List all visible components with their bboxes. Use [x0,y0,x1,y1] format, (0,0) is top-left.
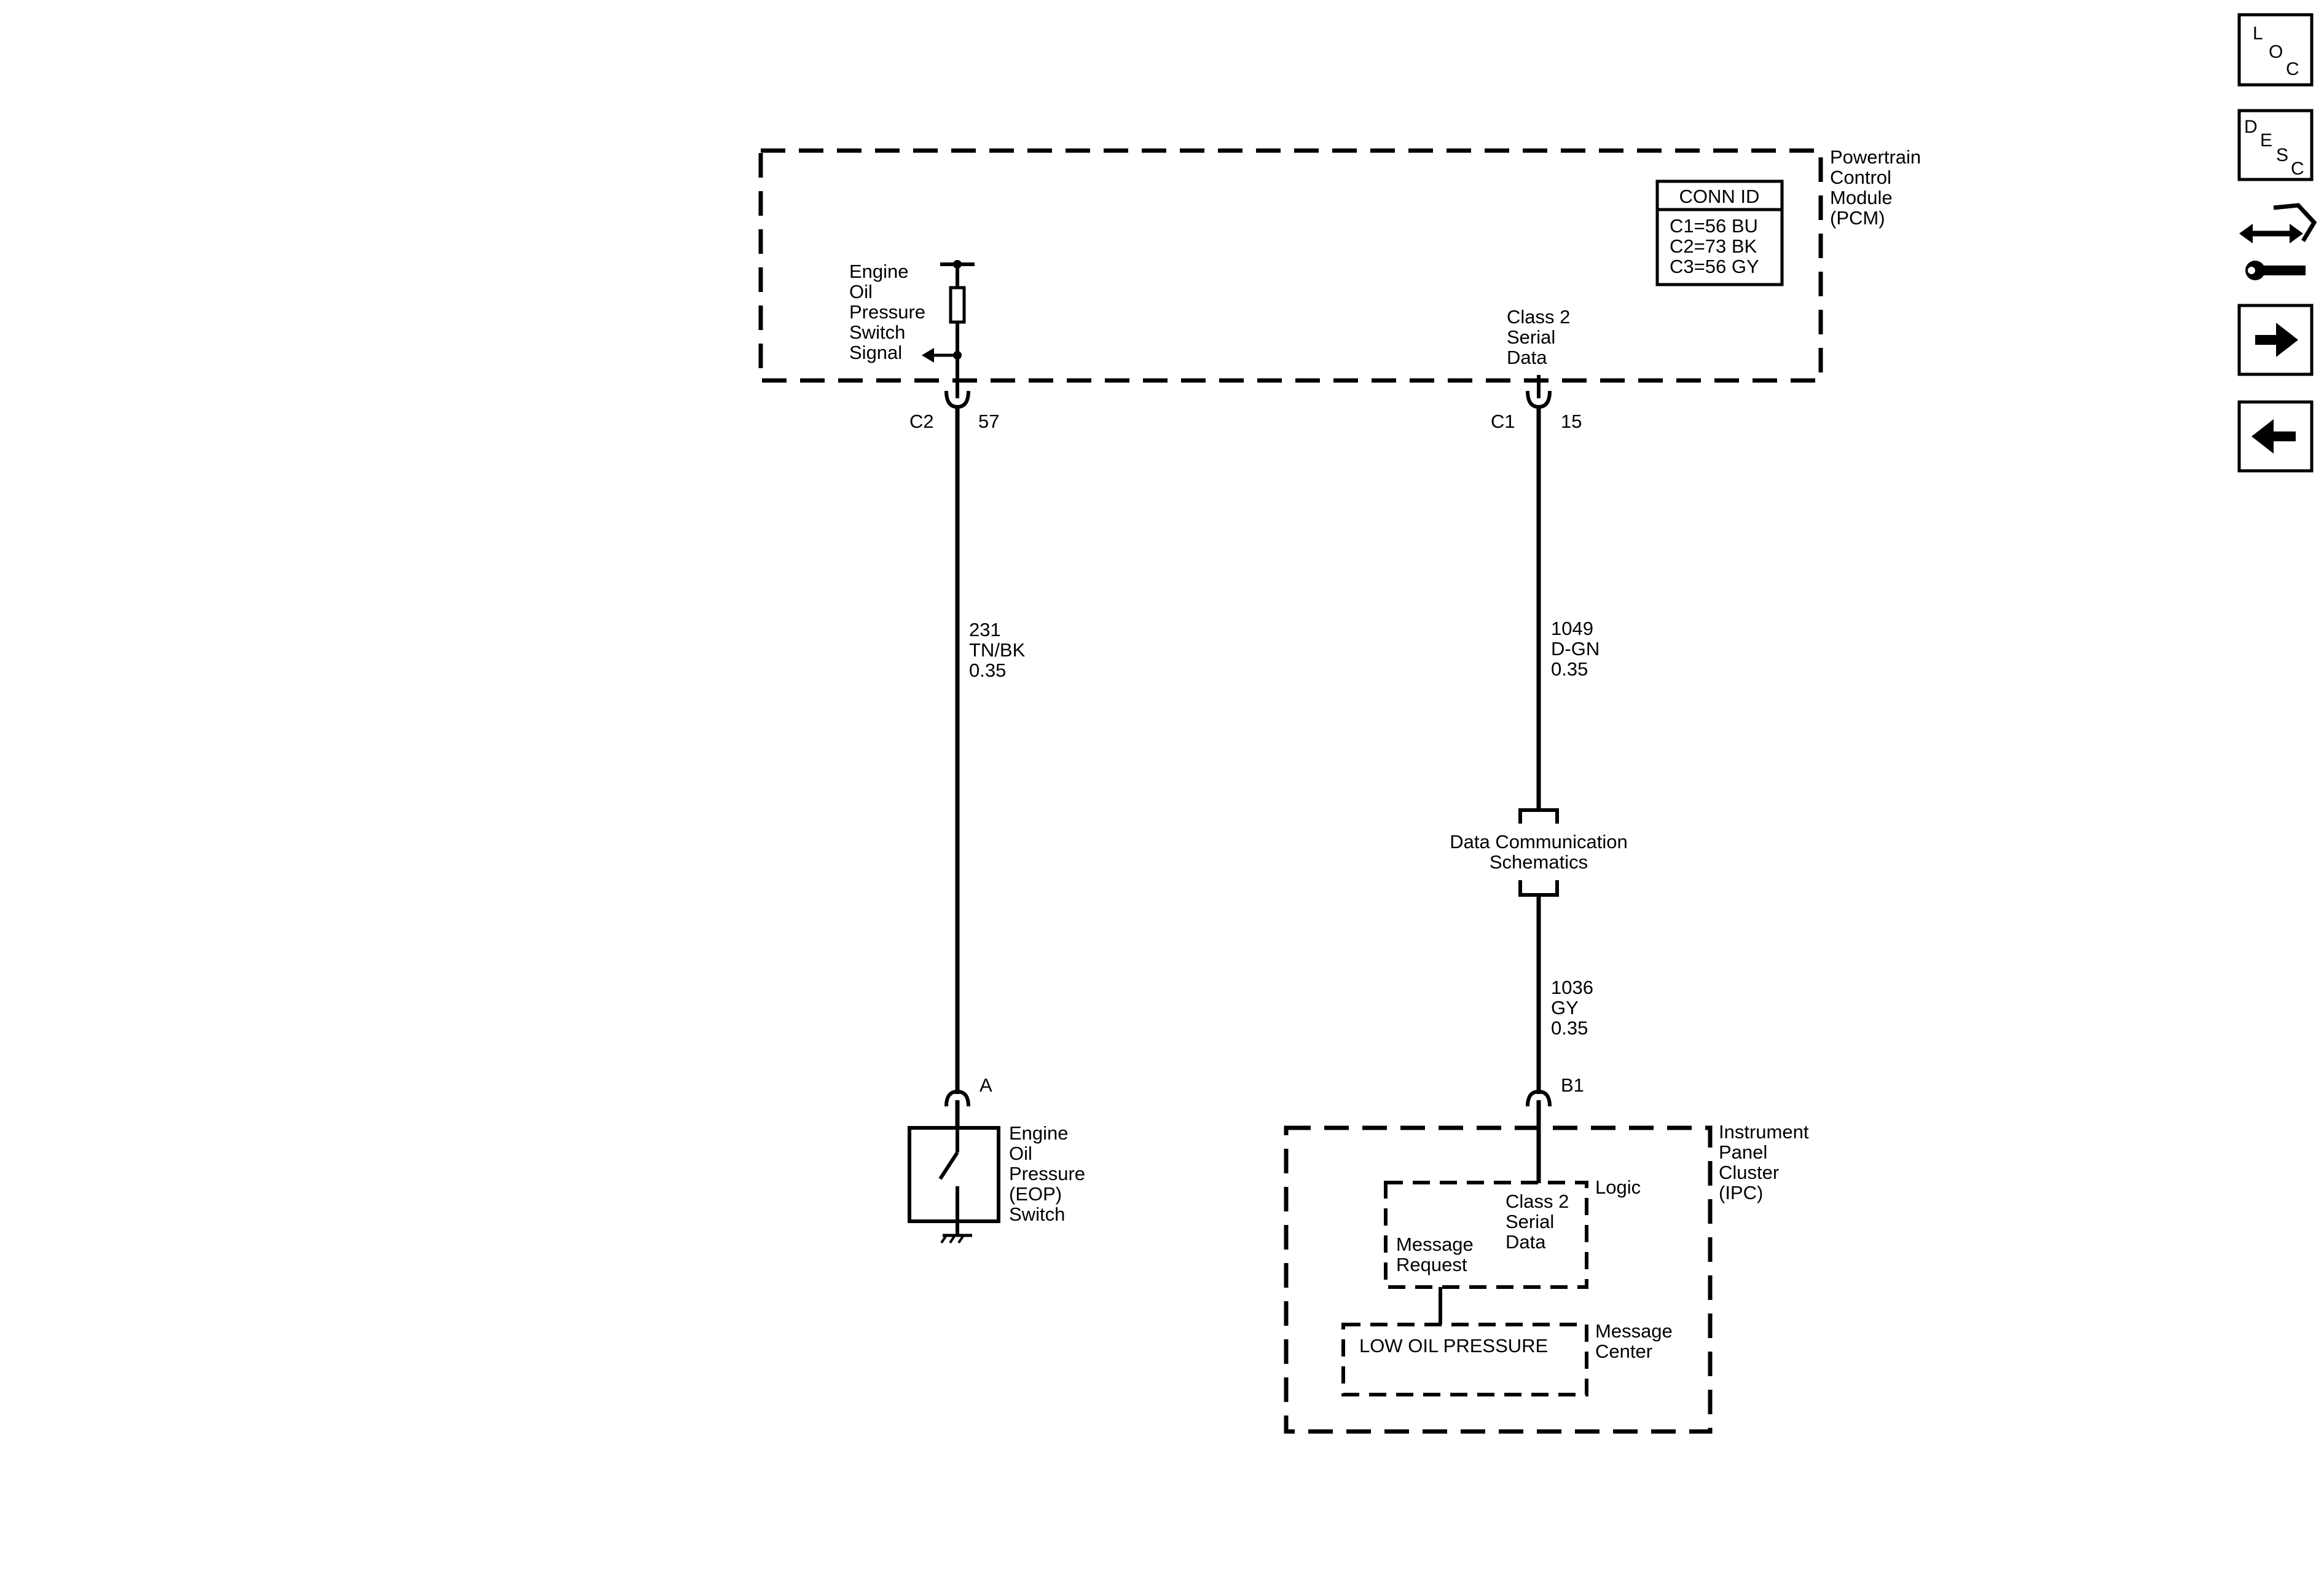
svg-text:C: C [2291,159,2304,179]
previous-page-button[interactable] [2237,400,2314,473]
svg-text:L: L [2253,23,2263,44]
svg-text:Schematics: Schematics [1490,851,1588,873]
eop-switch [908,1100,1000,1244]
next-page-button[interactable] [2237,304,2314,376]
eop-signal-input [922,260,975,382]
pcm-boundary [758,148,1823,383]
svg-text:D: D [2244,117,2258,137]
svg-text:B1: B1 [1561,1074,1584,1096]
svg-text:O: O [2269,42,2283,62]
arrow-right-icon [2276,323,2298,357]
connector-locator-icon[interactable] [2239,203,2317,280]
svg-text:E: E [2260,130,2272,151]
conn-id-title: CONN ID [1679,186,1760,207]
ipc-logic-label: Logic [1595,1176,1641,1198]
svg-text:C1: C1 [1491,411,1515,432]
svg-text:15: 15 [1561,411,1582,432]
connector-ipc-b1: B1 [1526,1074,1584,1107]
connector-c2-57: C2 57 [909,382,999,432]
ipc-message-center-box [1341,1323,1588,1396]
svg-text:Data Communication: Data Communication [1450,831,1627,853]
desc-button[interactable]: D E S C [2237,109,2314,181]
conn-id-list: C1=56 BU C2=73 BK C3=56 GY [1670,215,1764,277]
eop-switch-label: Engine Oil Pressure (EOP) Switch [1009,1122,1091,1225]
eop-signal-label: Engine Oil Pressure Switch Signal [849,261,931,363]
arrow-left-icon [2251,419,2274,454]
ipc-msg-center-label: Message Center [1595,1320,1678,1362]
ipc-boundary [1284,1125,1713,1434]
svg-text:57: 57 [978,411,999,432]
connector-eop-a: A [944,1074,992,1107]
wire-1049-label: 1049 D-GN 0.35 [1551,618,1605,680]
pcm-module: Powertrain Control Module (PCM) CONN ID … [758,146,1926,383]
data-comm-reference: Data Communication Schematics [1450,808,1628,897]
loc-button[interactable]: L O C [2237,13,2314,87]
pcm-label: Powertrain Control Module (PCM) [1830,146,1926,229]
pcm-class2-label: Class 2 Serial Data [1507,306,1576,368]
svg-text:A: A [979,1074,992,1096]
ipc-msg-request-label: Message Request [1396,1234,1478,1275]
svg-text:C: C [2286,59,2299,79]
conn-id-table: CONN ID C1=56 BU C2=73 BK C3=56 GY [1655,179,1784,286]
ipc-module: Instrument Panel Cluster (IPC) Logic Cla… [1284,1100,1814,1434]
wire-231-label: 231 TN/BK 0.35 [969,619,1030,681]
svg-text:C2: C2 [909,411,934,432]
ipc-logic-box [1384,1181,1588,1289]
connector-c1-15: C1 15 [1491,382,1582,432]
ipc-class2-label: Class 2 Serial Data [1505,1191,1574,1253]
ipc-label: Instrument Panel Cluster (IPC) [1719,1121,1814,1203]
wire-1036-label: 1036 GY 0.35 [1551,977,1599,1039]
low-oil-pressure-message: LOW OIL PRESSURE [1359,1335,1548,1357]
svg-text:S: S [2276,145,2288,165]
